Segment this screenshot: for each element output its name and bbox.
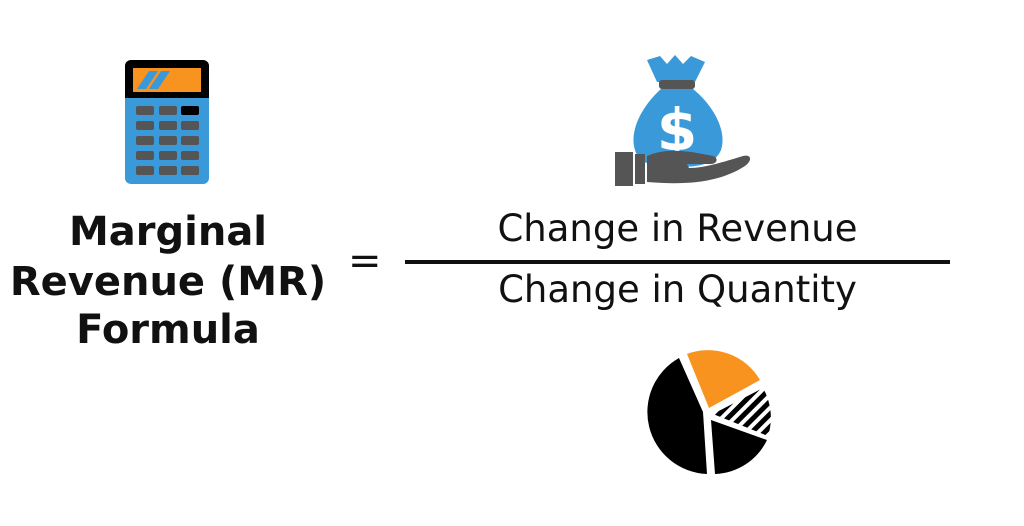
pie-slice-black-small bbox=[711, 420, 767, 474]
title-line-1: Marginal bbox=[68, 209, 268, 255]
fraction-bar bbox=[405, 260, 950, 264]
pie-chart-icon bbox=[647, 350, 771, 474]
money-bag-hand-icon: $ bbox=[615, 55, 751, 186]
pie-slice-orange bbox=[687, 350, 760, 408]
title-line-2: Revenue (MR) bbox=[9, 259, 327, 305]
title-line-3: Formula bbox=[76, 307, 260, 353]
pie-slice-black-large bbox=[647, 358, 707, 474]
numerator: Change in Revenue bbox=[497, 207, 858, 250]
calculator-icon bbox=[125, 60, 209, 184]
pie-slice-hatched bbox=[713, 388, 771, 436]
denominator: Change in Quantity bbox=[498, 268, 857, 311]
equals-sign: = bbox=[348, 238, 382, 284]
